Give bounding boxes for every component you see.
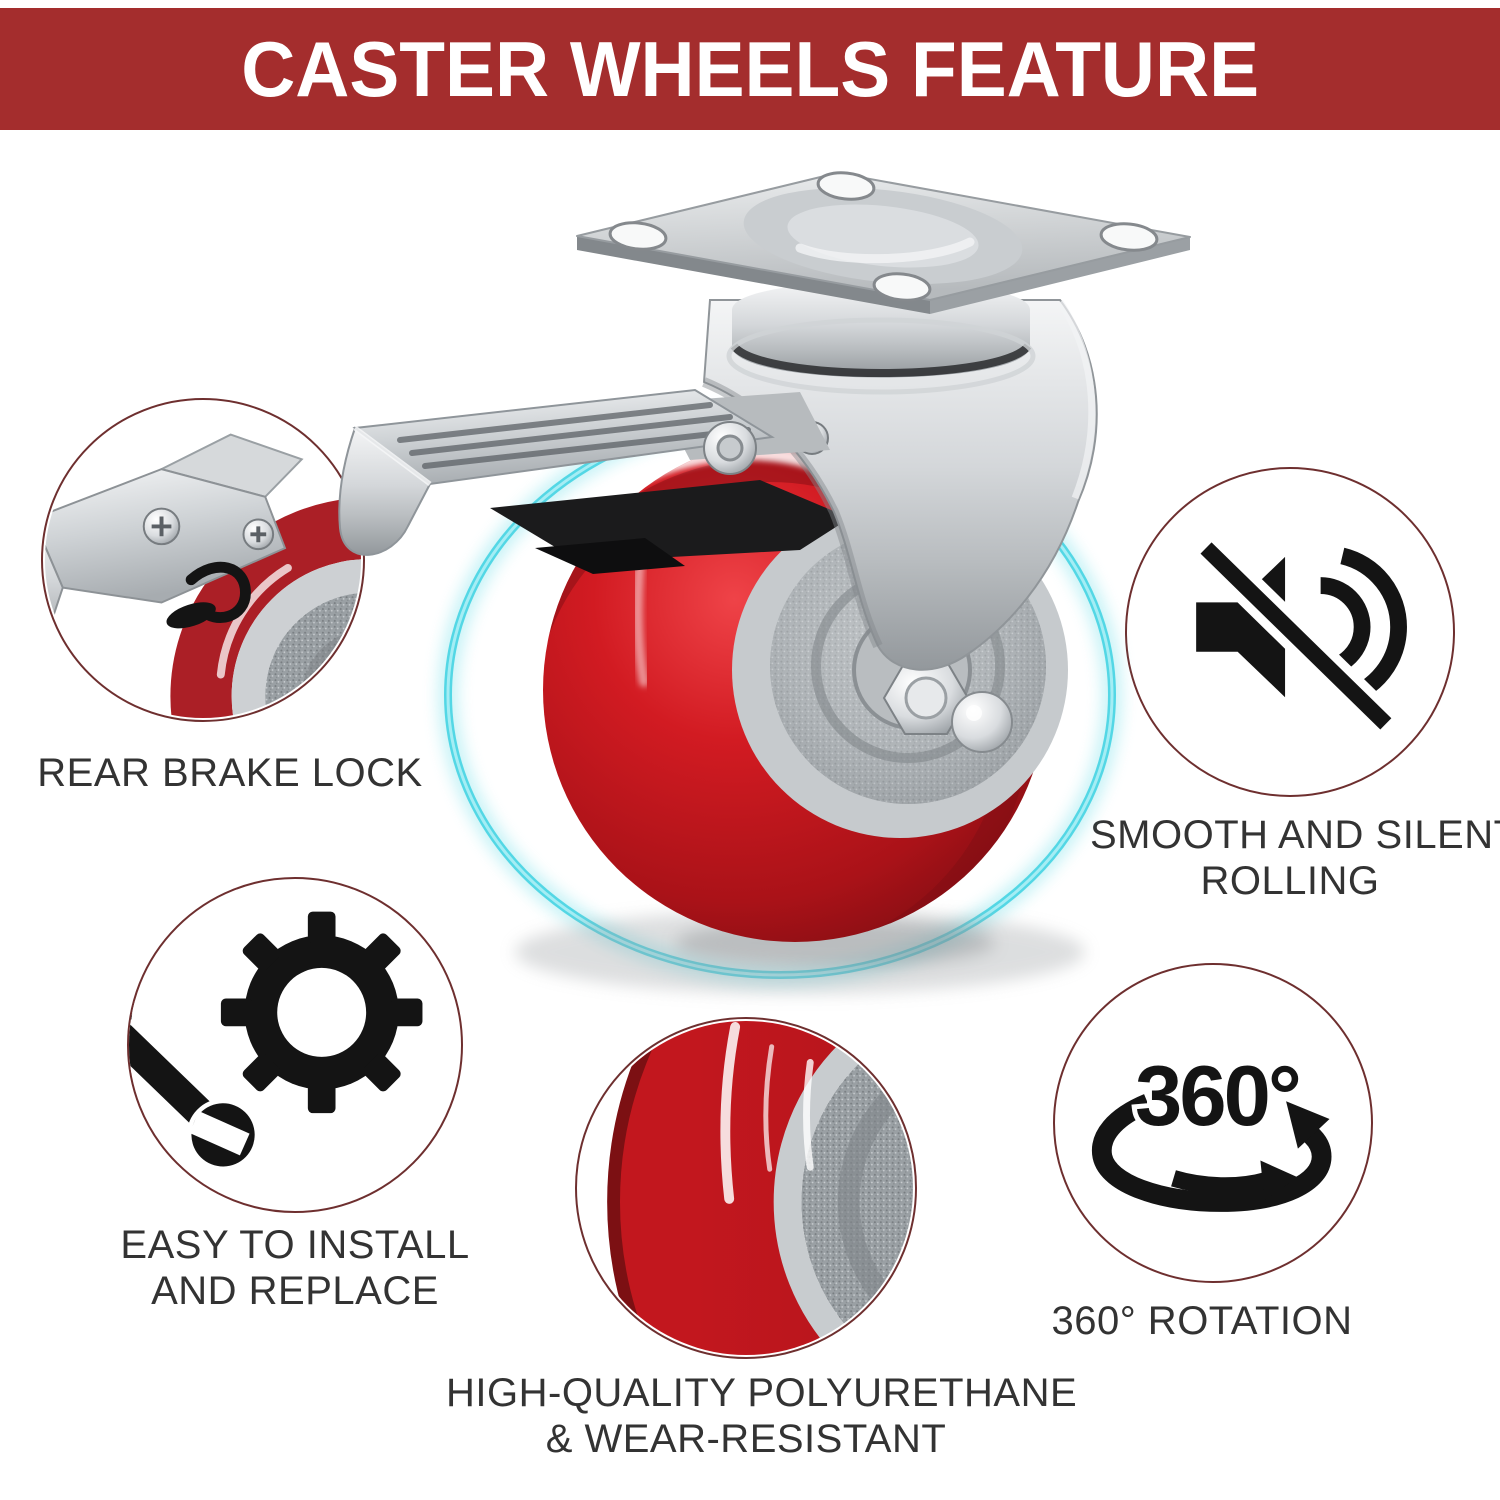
feature-circle-rear-brake-lock xyxy=(41,398,365,722)
rotation-360-icon: 360° xyxy=(1091,1043,1332,1212)
caption-line: SMOOTH AND SILENT xyxy=(1090,813,1500,857)
caster-product-photo xyxy=(338,171,1191,994)
feature-circle-smooth-silent xyxy=(1125,467,1455,797)
caption-line: 360° ROTATION xyxy=(1051,1299,1353,1343)
caption-line: & WEAR-RESISTANT xyxy=(545,1417,947,1461)
caption-line: ROLLING xyxy=(1200,859,1380,903)
muted-speaker-icon xyxy=(1194,536,1407,736)
gear xyxy=(220,911,423,1114)
brake-shoe xyxy=(490,480,850,574)
brake-screws xyxy=(142,507,275,551)
caption-line: AND REPLACE xyxy=(151,1269,439,1313)
caption-polyurethane: HIGH-QUALITY POLYURETHANE & WEAR-RESISTA… xyxy=(446,1370,1078,1462)
caption-rear-brake-lock: REAR BRAKE LOCK xyxy=(20,750,440,796)
wheel-closeup-photo xyxy=(578,1020,914,1356)
wrench xyxy=(129,972,260,1171)
plate-bolt-holes xyxy=(608,171,1159,302)
banner-title: CASTER WHEELS FEATURE xyxy=(241,24,1259,113)
banner: CASTER WHEELS FEATURE xyxy=(0,8,1500,130)
feature-circle-easy-install xyxy=(127,877,463,1213)
caption-line: EASY TO INSTALL xyxy=(120,1223,470,1267)
pedal-hinge-bolt xyxy=(703,421,757,475)
mounting-plate xyxy=(576,171,1191,314)
caption-easy-install: EASY TO INSTALL AND REPLACE xyxy=(95,1222,495,1314)
caption-360-rotation: 360° ROTATION xyxy=(1002,1298,1402,1344)
feature-circle-360-rotation: 360° xyxy=(1053,963,1373,1283)
gear-wrench-icon xyxy=(129,911,423,1171)
feature-circle-polyurethane xyxy=(575,1017,917,1359)
brake-release-hook xyxy=(185,561,251,623)
caption-line: HIGH-QUALITY POLYURETHANE xyxy=(446,1371,1078,1415)
brake-pedal xyxy=(338,388,830,556)
caption-smooth-silent: SMOOTH AND SILENT ROLLING xyxy=(1090,812,1500,904)
rotation-360-icon-label: 360° xyxy=(1135,1048,1299,1143)
brake-closeup-photo xyxy=(44,401,362,719)
caption-line: REAR BRAKE LOCK xyxy=(37,751,423,795)
